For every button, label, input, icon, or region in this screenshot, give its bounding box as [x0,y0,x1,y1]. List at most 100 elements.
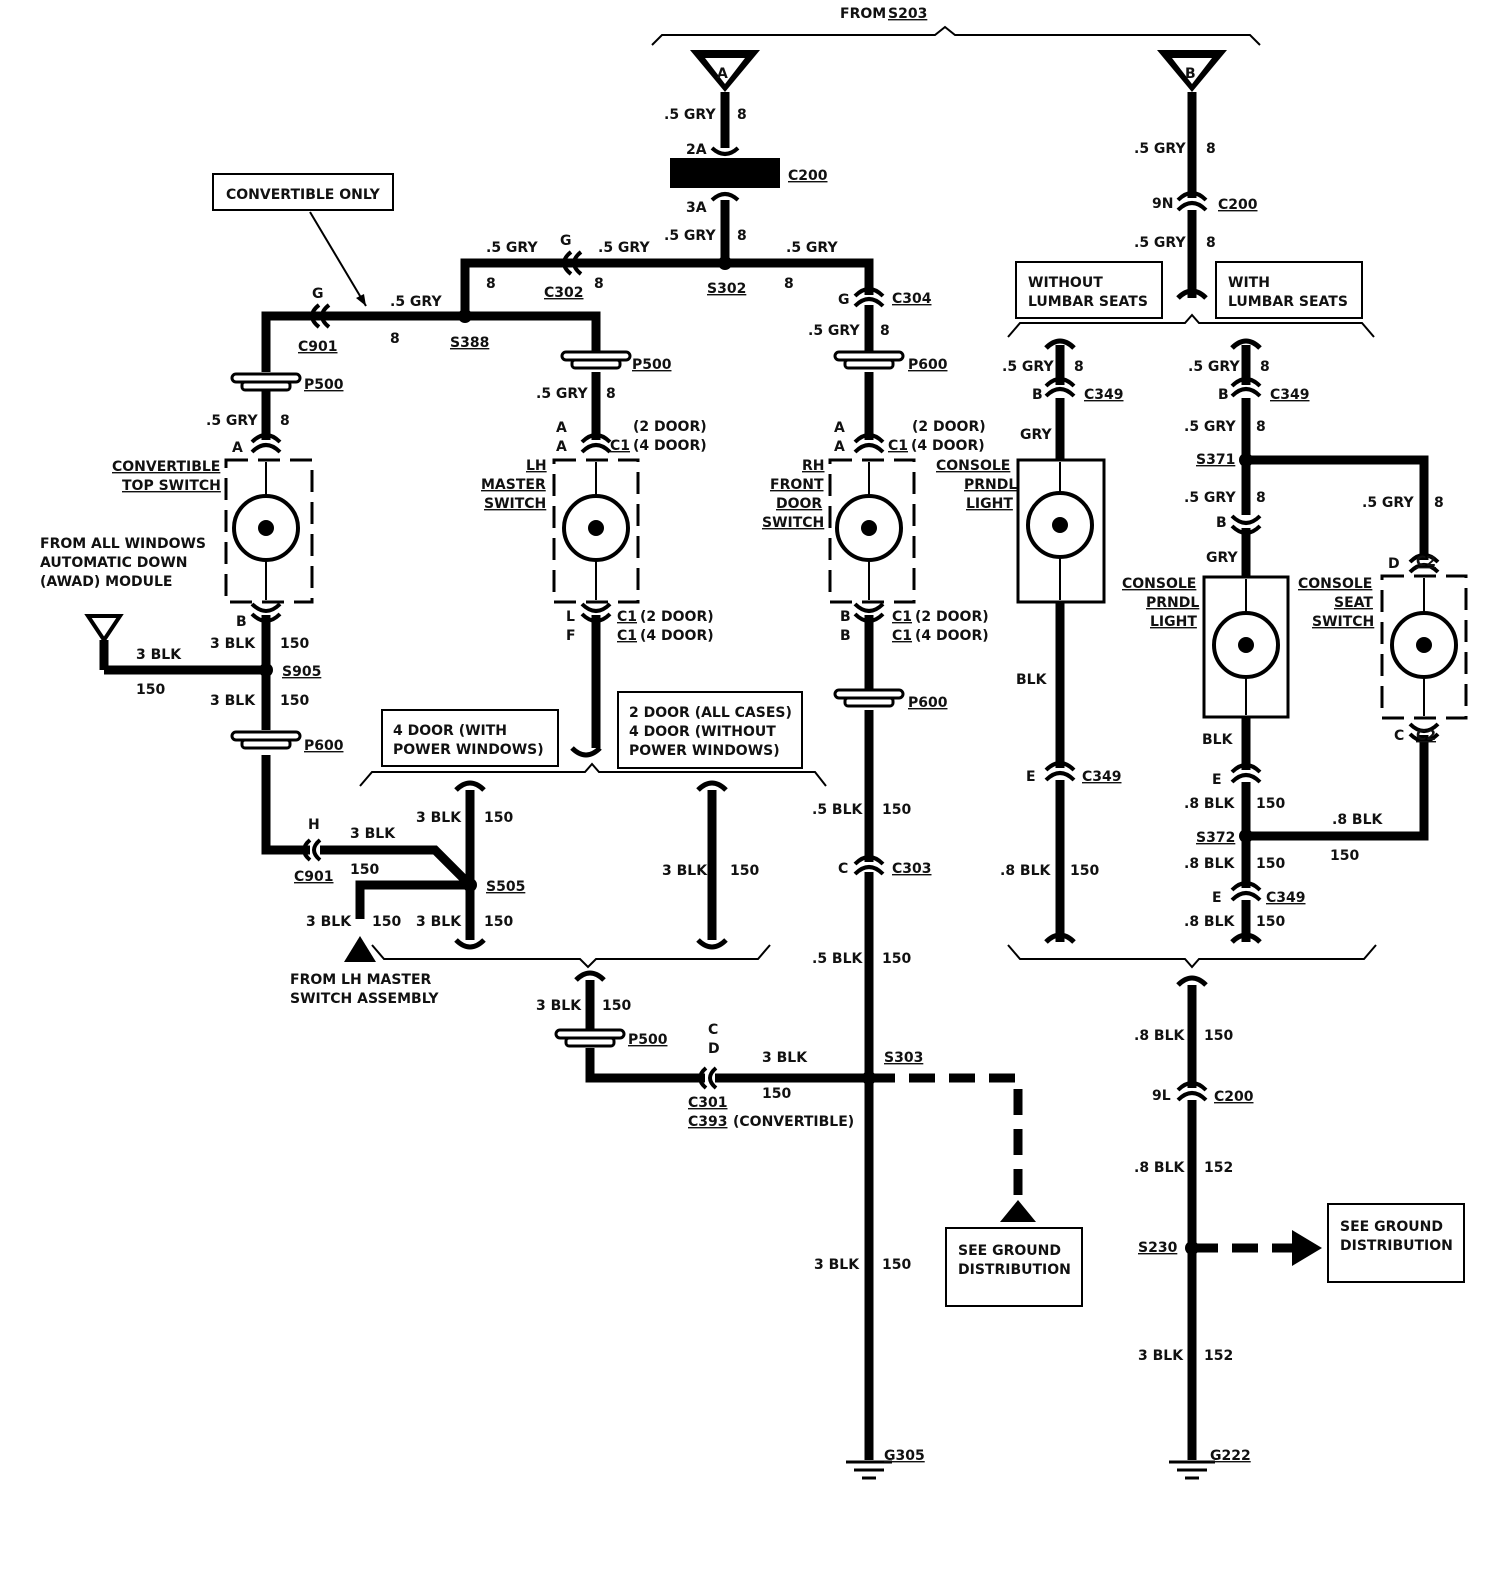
console-seat-switch [1380,574,1468,720]
svg-text:150: 150 [1204,1028,1233,1044]
svg-text:POWER WINDOWS): POWER WINDOWS) [393,742,544,758]
svg-text:.5 GRY: .5 GRY [1184,490,1236,506]
svg-text:2 DOOR (ALL CASES): 2 DOOR (ALL CASES) [629,705,792,721]
svg-text:8: 8 [737,228,747,244]
svg-text:8: 8 [606,386,616,402]
svg-text:C1: C1 [617,628,637,644]
note-4-door-power-windows: 4 DOOR (WITH POWER WINDOWS) [381,709,559,767]
svg-text:C1: C1 [888,438,908,454]
svg-text:.5 GRY: .5 GRY [390,294,442,310]
svg-text:SEE GROUND: SEE GROUND [1340,1219,1443,1235]
svg-text:LIGHT: LIGHT [966,496,1013,512]
svg-text:A: A [556,420,567,436]
svg-text:DISTRIBUTION: DISTRIBUTION [958,1262,1071,1278]
svg-text:.5 GRY: .5 GRY [664,228,716,244]
svg-text:LUMBAR SEATS: LUMBAR SEATS [1228,294,1348,310]
svg-text:(4 DOOR): (4 DOOR) [633,438,707,454]
svg-text:.8 BLK: .8 BLK [1184,856,1236,872]
svg-text:FRONT: FRONT [770,477,824,493]
svg-text:WITH: WITH [1228,275,1270,291]
svg-text:C349: C349 [1082,769,1122,785]
svg-text:D: D [708,1041,720,1057]
svg-text:150: 150 [280,636,309,652]
svg-text:150: 150 [762,1086,791,1102]
svg-text:3 BLK: 3 BLK [662,863,708,879]
svg-text:150: 150 [1256,914,1285,930]
svg-text:PRNDL: PRNDL [964,477,1017,493]
svg-text:3 BLK: 3 BLK [136,647,182,663]
svg-text:C349: C349 [1266,890,1306,906]
svg-text:E: E [1026,769,1036,785]
wires [99,92,1429,1460]
from-lh-master-note: FROM LH MASTER SWITCH ASSEMBLY [290,972,439,1007]
svg-text:L: L [566,609,575,625]
svg-text:SWITCH: SWITCH [1312,614,1374,630]
ground-dashes [869,1073,1322,1266]
svg-text:C: C [1394,728,1404,744]
p600-grommet [833,688,905,708]
svg-text:(4 DOOR): (4 DOOR) [915,628,989,644]
svg-text:.5 GRY: .5 GRY [786,240,838,256]
svg-text:C: C [708,1022,718,1038]
svg-text:(2 DOOR): (2 DOOR) [912,419,986,435]
s303-dot [862,1071,876,1085]
svg-text:LIGHT: LIGHT [1150,614,1197,630]
svg-text:F: F [566,628,576,644]
svg-text:8: 8 [1256,490,1266,506]
svg-text:150: 150 [280,693,309,709]
svg-text:4 DOOR (WITH: 4 DOOR (WITH [393,723,507,739]
c1-door-labels: (2 DOOR) C1 (4 DOOR) C1 (2 DOOR) C1 (4 D… [610,419,989,1130]
svg-text:E: E [1212,890,1222,906]
svg-text:E: E [1212,772,1222,788]
svg-text:150: 150 [484,810,513,826]
svg-text:P600: P600 [908,357,948,373]
note-see-ground-1: SEE GROUND DISTRIBUTION [945,1227,1083,1307]
header: FROM S203 [651,6,1261,46]
svg-text:8: 8 [784,276,794,292]
p500-grommet [230,372,302,392]
svg-text:150: 150 [730,863,759,879]
svg-text:3 BLK: 3 BLK [210,693,256,709]
svg-text:G305: G305 [884,1448,925,1464]
svg-text:B: B [1185,66,1196,82]
svg-text:SWITCH ASSEMBLY: SWITCH ASSEMBLY [290,991,439,1007]
svg-text:AUTOMATIC DOWN: AUTOMATIC DOWN [40,555,188,571]
c200-connector-block [670,158,780,188]
splice-dots [259,256,1253,1255]
c200-pin-marks [710,146,740,202]
ground-g222 [1169,1460,1215,1480]
brackets [359,313,1377,969]
svg-text:C200: C200 [1218,197,1258,213]
svg-text:G: G [838,292,850,308]
svg-text:SWITCH: SWITCH [484,496,546,512]
svg-text:C301: C301 [688,1095,728,1111]
svg-text:8: 8 [1260,359,1270,375]
svg-text:3 BLK: 3 BLK [350,826,396,842]
note-2-door-all-cases: 2 DOOR (ALL CASES) 4 DOOR (WITHOUT POWER… [617,691,803,769]
rh-front-door-switch [828,458,916,604]
svg-text:FROM LH MASTER: FROM LH MASTER [290,972,432,988]
connector-caps [250,191,1440,1102]
top-bracket [651,25,1261,46]
svg-text:CONSOLE: CONSOLE [1122,576,1196,592]
terminal-b: B [1157,50,1227,92]
svg-text:3 BLK: 3 BLK [210,636,256,652]
svg-text:POWER WINDOWS): POWER WINDOWS) [629,743,780,759]
reference-labels: C200 C200 C200 C302 C304 C901 C901 C349 … [282,168,1436,1464]
svg-text:150: 150 [882,951,911,967]
svg-text:.8 BLK: .8 BLK [1000,863,1052,879]
svg-text:.8 BLK: .8 BLK [1134,1160,1186,1176]
svg-text:8: 8 [880,323,890,339]
lh-master-switch [552,458,640,604]
svg-text:C901: C901 [298,339,338,355]
console-prndl-light-b [1202,575,1290,719]
svg-text:150: 150 [602,998,631,1014]
svg-text:.5 GRY: .5 GRY [808,323,860,339]
note-see-ground-2: SEE GROUND DISTRIBUTION [1327,1203,1465,1283]
svg-text:150: 150 [350,862,379,878]
svg-text:.8 BLK: .8 BLK [1184,914,1236,930]
svg-text:8: 8 [594,276,604,292]
svg-text:C303: C303 [892,861,932,877]
svg-text:3 BLK: 3 BLK [306,914,352,930]
svg-text:150: 150 [1256,796,1285,812]
